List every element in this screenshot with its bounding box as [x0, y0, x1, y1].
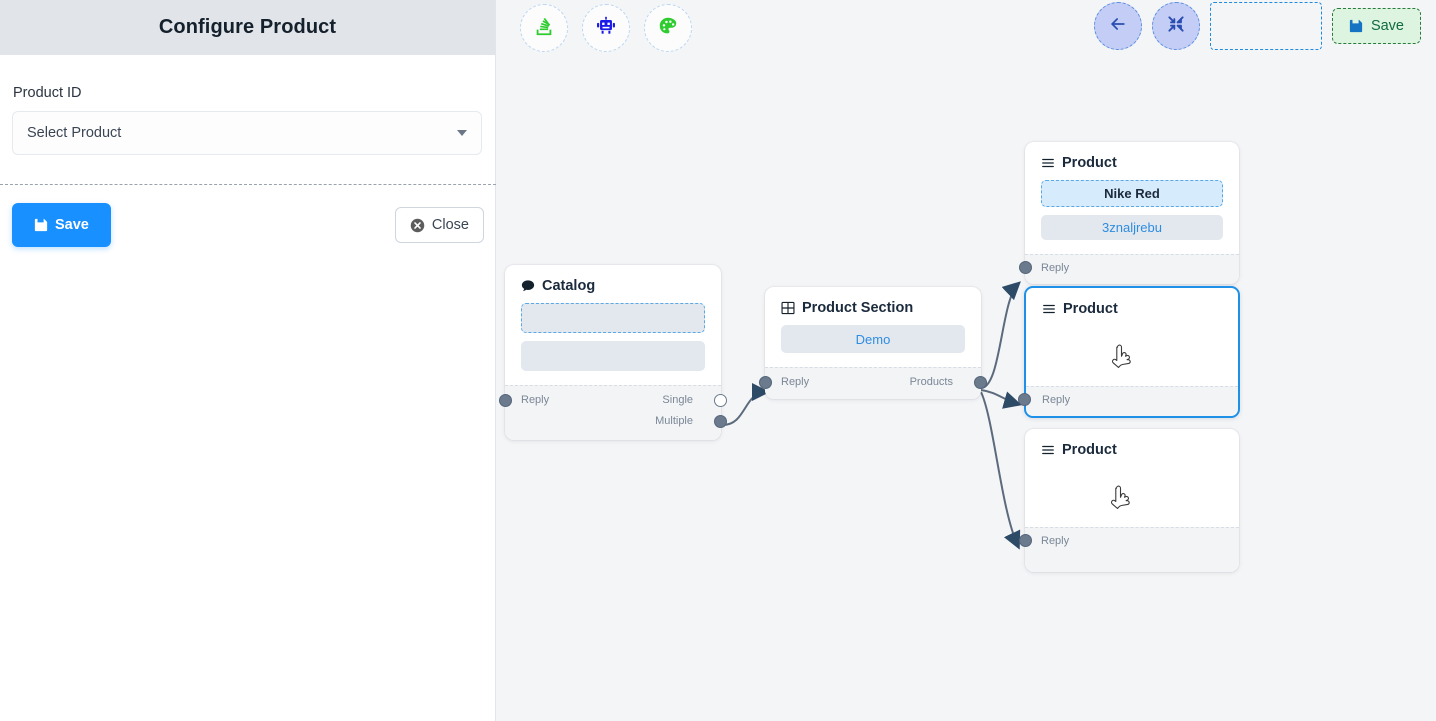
palette-icon — [657, 15, 679, 42]
robot-icon — [595, 15, 617, 42]
node-body: Demo — [765, 325, 981, 367]
node-body — [505, 303, 721, 385]
canvas-save-label: Save — [1370, 18, 1404, 34]
flow-node-product-3[interactable]: Product Reply — [1019, 429, 1239, 572]
node-header: Product Section — [765, 287, 981, 325]
product-select[interactable]: Select Product — [12, 111, 482, 155]
hand-pointer-cursor — [1108, 344, 1134, 374]
fit-screen-icon — [1166, 14, 1186, 39]
save-button[interactable]: Save — [12, 203, 111, 247]
panel-divider — [0, 184, 496, 185]
port-reply[interactable] — [1019, 261, 1032, 274]
floppy-disk-icon — [34, 218, 48, 232]
palette-icon-button[interactable] — [644, 4, 692, 52]
node-slot[interactable] — [521, 303, 705, 333]
port-label-products: Products — [909, 376, 953, 388]
panel-header: Configure Product — [0, 0, 495, 55]
configure-product-panel: Configure Product Product ID Select Prod… — [0, 0, 496, 721]
node-footer: Reply — [1019, 254, 1239, 284]
port-label-multiple: Multiple — [655, 415, 693, 427]
x-circle-icon — [410, 218, 425, 233]
port-label-reply: Reply — [1041, 262, 1070, 274]
port-reply[interactable] — [1019, 534, 1032, 547]
port-label-reply: Reply — [521, 394, 550, 406]
save-button-label: Save — [55, 217, 89, 233]
grid-table-icon — [781, 301, 795, 315]
port-multiple[interactable] — [714, 415, 727, 428]
node-header: Catalog — [505, 265, 721, 303]
port-products[interactable] — [974, 376, 987, 389]
port-reply[interactable] — [759, 376, 772, 389]
close-button[interactable]: Close — [394, 207, 484, 243]
port-label-reply: Reply — [781, 376, 810, 388]
canvas-save-button[interactable]: Save — [1331, 8, 1421, 44]
panel-actions: Save Close — [0, 200, 496, 250]
robot-icon-button[interactable] — [582, 4, 630, 52]
node-title: Product — [1062, 442, 1117, 458]
flow-canvas[interactable]: Save Catalog Reply Single — [496, 0, 1436, 721]
node-footer: Reply Products — [759, 367, 987, 399]
node-header: Product — [1026, 288, 1238, 326]
panel-body: Product ID Select Product — [0, 55, 495, 155]
list-lines-icon — [1041, 156, 1055, 170]
port-reply[interactable] — [1018, 393, 1031, 406]
port-single[interactable] — [714, 394, 727, 407]
port-reply[interactable] — [499, 394, 512, 407]
stack-overflow-icon — [533, 15, 555, 42]
node-header: Product — [1025, 142, 1239, 180]
node-slot[interactable]: Nike Red — [1041, 180, 1223, 207]
list-lines-icon — [1041, 443, 1055, 457]
node-header: Product — [1025, 429, 1239, 467]
close-button-label: Close — [431, 217, 469, 233]
floppy-disk-icon — [1349, 19, 1363, 33]
node-slot[interactable]: 3znaljrebu — [1041, 215, 1223, 240]
page-title: Configure Product — [158, 16, 337, 38]
arrow-left-icon — [1108, 14, 1128, 39]
product-select-value: Select Product — [27, 125, 122, 141]
dashed-placeholder-slot[interactable] — [1209, 2, 1322, 50]
list-lines-icon — [1042, 302, 1056, 316]
node-body — [1026, 326, 1238, 386]
node-body — [1025, 467, 1239, 527]
node-title: Catalog — [542, 278, 596, 294]
flow-node-product-1[interactable]: Product Nike Red 3znaljrebu Reply — [1019, 142, 1239, 284]
port-label-reply: Reply — [1042, 394, 1071, 406]
flow-node-product-2[interactable]: Product Reply — [1018, 286, 1240, 418]
canvas-toolbar-right: Save — [1093, 2, 1436, 50]
node-title: Product — [1063, 301, 1118, 317]
chevron-down-icon — [457, 130, 467, 136]
node-slot[interactable]: Demo — [781, 325, 965, 353]
node-footer: Reply Single Multiple — [499, 385, 727, 440]
hand-pointer-cursor — [1107, 485, 1133, 515]
fit-screen-button[interactable] — [1151, 2, 1200, 50]
node-title: Product — [1062, 155, 1117, 171]
back-button[interactable] — [1093, 2, 1142, 50]
node-footer: Reply — [1018, 386, 1238, 416]
flow-node-catalog[interactable]: Catalog Reply Single Multiple — [499, 265, 727, 440]
port-label-single: Single — [662, 394, 693, 406]
node-slot[interactable] — [521, 341, 705, 371]
port-label-reply: Reply — [1041, 535, 1070, 547]
node-title: Product Section — [802, 300, 914, 316]
stack-overflow-icon-button[interactable] — [520, 4, 568, 52]
chat-bubble-icon — [521, 279, 535, 293]
canvas-toolbar-left — [520, 4, 692, 52]
product-id-label: Product ID — [13, 85, 82, 101]
flow-node-product-section[interactable]: Product Section Demo Reply Products — [759, 287, 987, 399]
node-footer: Reply — [1019, 527, 1239, 572]
node-body: Nike Red 3znaljrebu — [1025, 180, 1239, 254]
